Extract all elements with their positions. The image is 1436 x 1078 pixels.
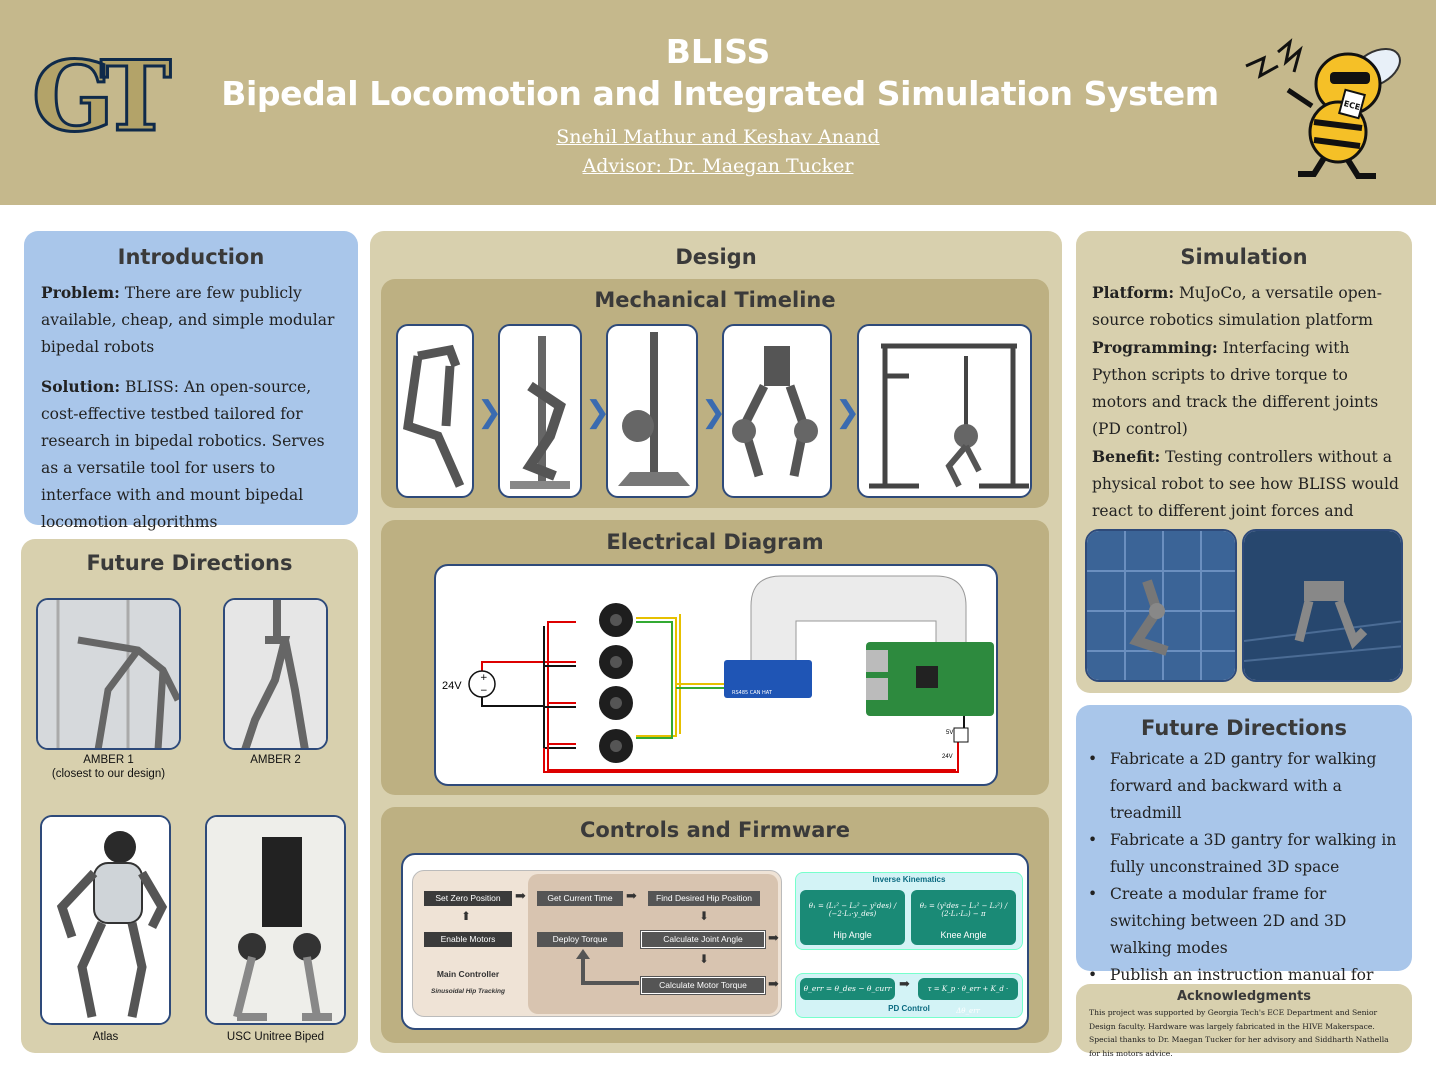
authors: Snehil Mathur and Keshav Anand — [556, 126, 880, 148]
arrow-right-icon: ➡ — [899, 977, 910, 992]
set-zero-position-box: Set Zero Position — [424, 891, 512, 906]
simulation-heading: Simulation — [1180, 245, 1308, 269]
future-directions-right-panel: Future Directions Fabricate a 2D gantry … — [1076, 705, 1412, 1038]
acknowledgments-heading: Acknowledgments — [1176, 989, 1312, 1004]
mech-stage-5-gantry-image — [857, 324, 1032, 498]
amber2-caption: AMBER 2 — [250, 754, 301, 766]
arrow-right-icon: ➡ — [768, 931, 779, 946]
chevron-right-icon: ❯ — [585, 395, 611, 430]
chevron-right-icon: ❯ — [701, 395, 727, 430]
design-heading: Design — [675, 245, 757, 269]
simulation-body: Platform: MuJoCo, a versatile open-sourc… — [1076, 269, 1412, 552]
platform-text: MuJoCo, a versatile open-source robotics… — [1092, 284, 1383, 329]
future-item: Create a modular frame for switching bet… — [1088, 881, 1404, 962]
introduction-panel: Introduction Problem: There are few publ… — [24, 231, 358, 531]
error-equation-box: θ_err = θ_des − θ_curr — [800, 978, 895, 1000]
problem-label: Problem: — [41, 283, 120, 302]
eq-hip: θ₁ = (L₁² − L₂² − y²des) / (−2·L₁·y_des) — [808, 902, 897, 918]
mechanical-timeline-heading: Mechanical Timeline — [594, 288, 836, 312]
chevron-right-icon: ❯ — [477, 395, 503, 430]
problem-text: There are few publicly available, cheap,… — [41, 284, 335, 356]
amber2-photo — [223, 598, 328, 750]
gt-logo: GT — [31, 39, 187, 147]
future-right-heading: Future Directions — [1141, 716, 1347, 740]
arrow-down-icon: ⬇ — [699, 952, 710, 966]
get-current-time-box: Get Current Time — [537, 891, 623, 906]
pd-control-title: PD Control — [888, 1004, 930, 1013]
future-left-heading: Future Directions — [86, 551, 293, 575]
ik-title: Inverse Kinematics — [872, 875, 946, 884]
benefit-label: Benefit: — [1092, 447, 1161, 466]
unitree-caption: USC Unitree Biped — [226, 1031, 325, 1043]
controls-firmware-heading: Controls and Firmware — [579, 818, 851, 842]
svg-text:−: − — [480, 686, 488, 696]
mech-stage-4-image — [722, 324, 832, 498]
solution-text: BLISS: An open-source, cost-effective te… — [41, 378, 325, 531]
simulation-screenshot-1 — [1085, 529, 1237, 682]
buzz-mascot-image: ECE — [1245, 38, 1401, 179]
main-controller-label: Main Controller — [436, 969, 500, 979]
solution-paragraph: Solution: BLISS: An open-source, cost-ef… — [41, 373, 344, 536]
mascot-badge: ECE — [1343, 99, 1362, 112]
programming-label: Programming: — [1092, 338, 1218, 357]
future-item: Fabricate a 2D gantry for walking forwar… — [1088, 746, 1404, 827]
advisor: Advisor: Dr. Maegan Tucker — [582, 155, 854, 177]
mech-stage-2-image — [498, 324, 582, 498]
amber1-caption: AMBER 1 (closest to our design) — [21, 753, 196, 781]
hip-angle-box: θ₁ = (L₁² − L₂² − y²des) / (−2·L₁·y_des)… — [800, 890, 905, 945]
amber1-name: AMBER 1 — [83, 754, 134, 766]
amber1-photo — [36, 598, 181, 750]
arrow-up-icon: ⬆ — [461, 909, 472, 923]
electrical-diagram-image: + − 24V RS485 CAN HAT 5V 24V — [434, 564, 998, 786]
platform-label: Platform: — [1092, 283, 1175, 302]
platform-paragraph: Platform: MuJoCo, a versatile open-sourc… — [1092, 279, 1402, 334]
arrow-right-icon: ➡ — [768, 977, 779, 992]
future-item: Fabricate a 3D gantry for walking in ful… — [1088, 827, 1404, 881]
atlas-photo — [40, 815, 171, 1025]
amber1-note: (closest to our design) — [51, 768, 166, 780]
calculate-joint-angle-box: Calculate Joint Angle — [640, 930, 766, 949]
acknowledgments-panel: Acknowledgments This project was support… — [1076, 984, 1412, 1058]
torque-equation-box: τ = K_p · θ_err + K_d · Δθ_err — [918, 978, 1018, 1015]
main-controller-sub: Sinusoidal Hip Tracking — [431, 988, 505, 995]
introduction-heading: Introduction — [117, 245, 265, 269]
arrow-right-icon: ➡ — [626, 889, 637, 904]
poster-header — [0, 0, 1436, 205]
knee-angle-label: Knee Angle — [940, 930, 987, 940]
solution-label: Solution: — [41, 377, 121, 396]
arrow-down-icon: ⬇ — [699, 909, 710, 923]
problem-paragraph: Problem: There are few publicly availabl… — [41, 279, 344, 361]
electrical-diagram-heading: Electrical Diagram — [606, 530, 824, 554]
calculate-motor-torque-box: Calculate Motor Torque — [640, 976, 766, 995]
deploy-torque-box: Deploy Torque — [537, 932, 623, 947]
poster-subtitle: Bipedal Locomotion and Integrated Simula… — [221, 74, 1219, 113]
chevron-right-icon: ❯ — [835, 395, 861, 430]
mech-stage-3-image — [606, 324, 698, 498]
loop-arrow-icon — [576, 949, 639, 985]
atlas-caption: Atlas — [92, 1031, 119, 1043]
mech-stage-1-image — [396, 324, 474, 498]
programming-paragraph: Programming: Interfacing with Python scr… — [1092, 334, 1402, 443]
simulation-screenshot-2 — [1242, 529, 1403, 682]
programming-text: Interfacing with Python scripts to drive… — [1092, 339, 1379, 438]
find-hip-position-box: Find Desired Hip Position — [648, 891, 760, 906]
introduction-body: Problem: There are few publicly availabl… — [24, 269, 358, 536]
knee-angle-box: θ₂ = (y²des − L₁² − L₂²) / (2·L₁·L₂) − π… — [911, 890, 1016, 945]
svg-text:+: + — [480, 673, 488, 683]
poster-title: BLISS — [665, 32, 771, 71]
5v-label: 5V — [946, 730, 953, 736]
24v-small-label: 24V — [942, 754, 953, 760]
eq-knee: θ₂ = (y²des − L₁² − L₂²) / (2·L₁·L₂) − π — [919, 902, 1008, 918]
acknowledgments-text: This project was supported by Georgia Te… — [1089, 1008, 1389, 1058]
usc-unitree-biped-photo — [205, 815, 346, 1025]
hip-angle-label: Hip Angle — [833, 930, 872, 940]
enable-motors-box: Enable Motors — [424, 932, 512, 947]
voltage-label: 24V — [442, 680, 462, 692]
can-hat-label: RS485 CAN HAT — [732, 690, 773, 696]
arrow-right-icon: ➡ — [515, 889, 526, 904]
controls-flowchart: Set Zero Position ⬆ Enable Motors Main C… — [401, 853, 1029, 1030]
